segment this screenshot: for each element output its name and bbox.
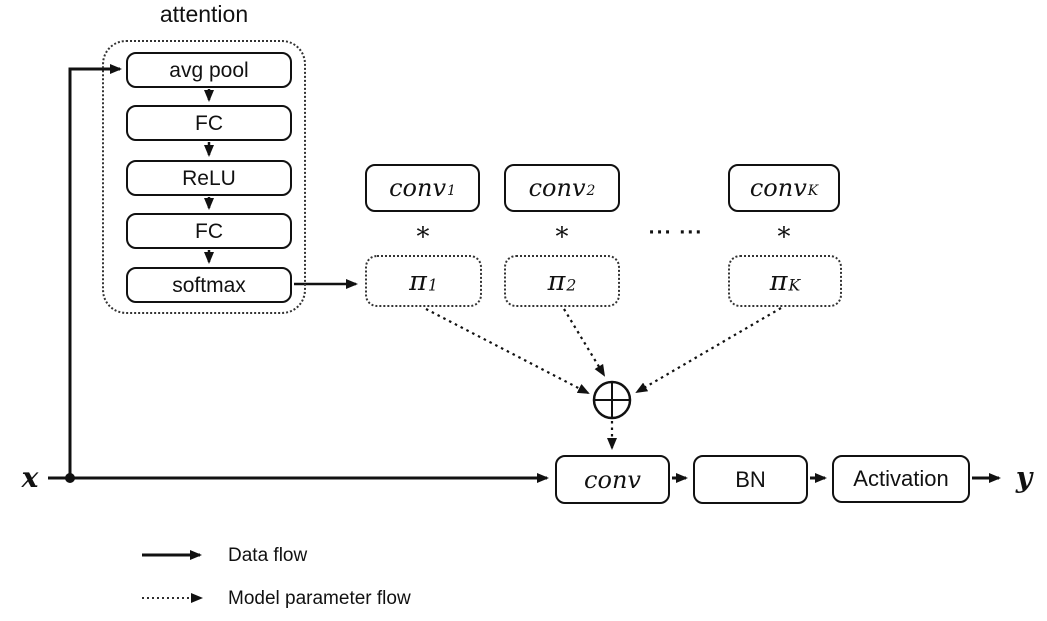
piK-to-sum-arrow	[635, 307, 782, 394]
legend-data-flow-label: Data flow	[228, 544, 308, 566]
pi1-to-sum-arrow	[425, 308, 590, 394]
kernels-ellipsis: ··· ···	[648, 220, 704, 244]
conv-box: conv	[555, 455, 670, 504]
input-x-label: x	[21, 461, 39, 494]
relu-box: ReLU	[126, 160, 292, 196]
fc1-box: FC	[126, 105, 292, 141]
pi1-label: π	[409, 265, 427, 297]
multiply-symbol-K: ∗	[775, 217, 793, 247]
softmax-box: softmax	[126, 267, 292, 303]
activation-box: Activation	[832, 455, 970, 503]
branch-junction-dot	[65, 473, 75, 483]
pi2-subscript: 2	[566, 275, 577, 295]
fc2-box: FC	[126, 213, 292, 249]
attention-block-frame	[102, 40, 306, 314]
convK-subscript: K	[807, 182, 819, 199]
convK-label: conv	[749, 174, 807, 202]
multiply-symbol-2: ∗	[553, 217, 571, 247]
conv1-subscript: 1	[447, 182, 456, 199]
conv2-subscript: 2	[586, 182, 596, 199]
conv2-label: conv	[528, 174, 586, 202]
avg-pool-box: avg pool	[126, 52, 292, 88]
attention-branch-title: attention	[159, 1, 249, 27]
conv1-label: conv	[389, 174, 447, 202]
multiply-symbol-1: ∗	[414, 217, 432, 247]
bn-box: BN	[693, 455, 808, 504]
piK-label: π	[769, 265, 788, 297]
pi2-label: π	[547, 265, 566, 297]
pi2-to-sum-arrow	[563, 308, 606, 377]
output-y-label: y	[1015, 461, 1033, 494]
pi1-subscript: 1	[427, 275, 438, 295]
piK-subscript: K	[788, 275, 801, 295]
sum-node-icon	[592, 380, 632, 420]
legend-param-flow-label: Model parameter flow	[228, 587, 411, 609]
